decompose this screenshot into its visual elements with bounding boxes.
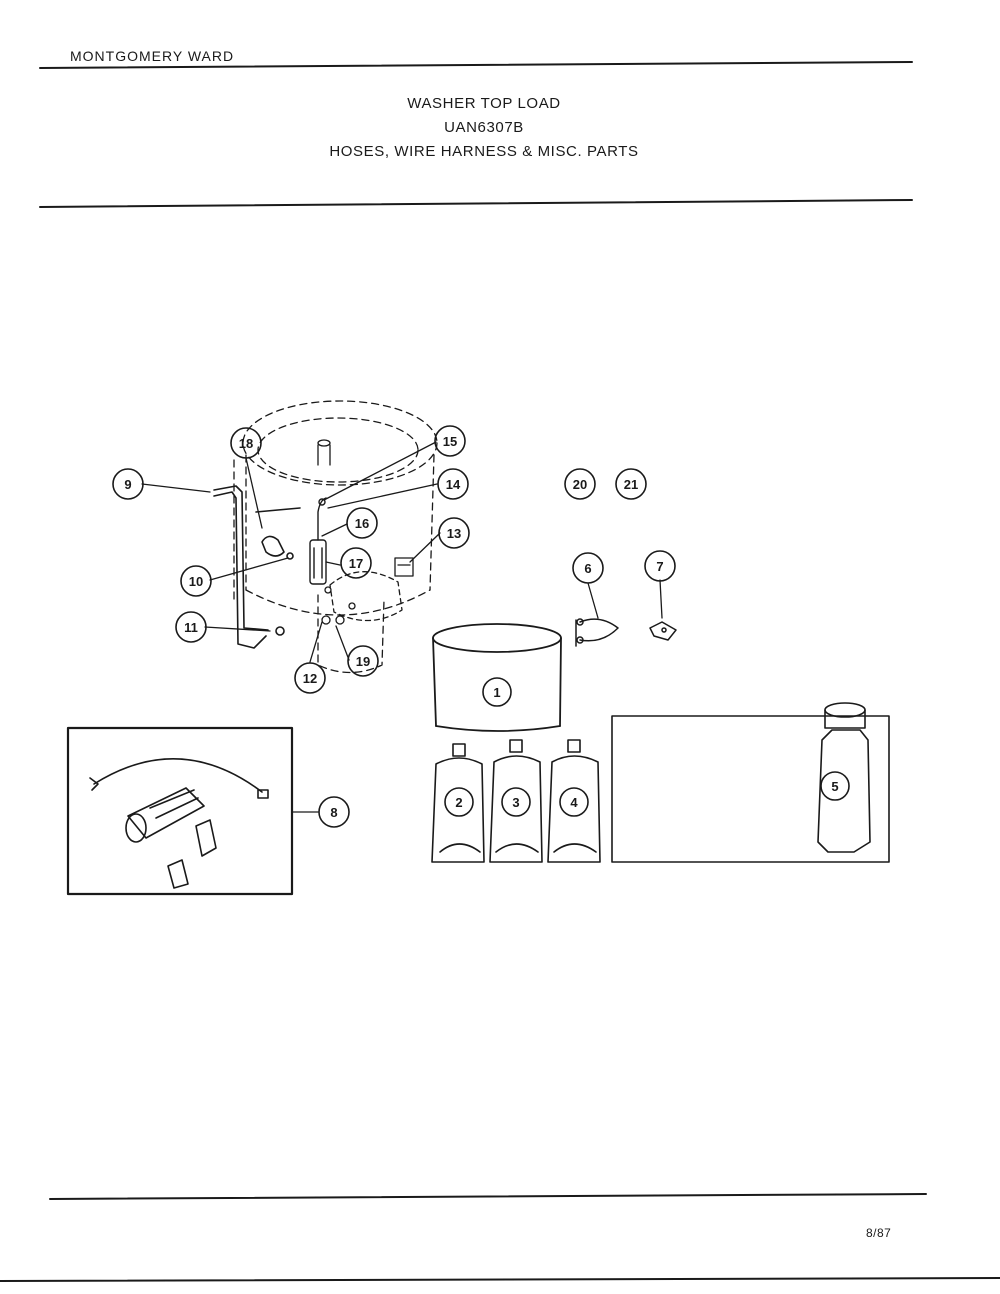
pump-assembly <box>321 557 414 625</box>
callout-circle-7 <box>644 550 676 582</box>
leader-lines <box>141 441 663 813</box>
part-5-bottle <box>817 702 871 853</box>
callout-circle-18 <box>230 427 262 459</box>
title-block: WASHER TOP LOAD UAN6307B HOSES, WIRE HAR… <box>0 92 968 164</box>
callout-14: 14 <box>446 477 461 492</box>
callout-13: 13 <box>447 526 461 541</box>
header-rule-bottom <box>39 199 913 208</box>
callout-16: 16 <box>355 516 369 531</box>
callout-4: 4 <box>570 795 578 810</box>
callout-labels: 1 2 3 4 5 6 7 8 9 10 11 12 13 14 15 16 1… <box>124 434 838 820</box>
callout-circle-4 <box>559 787 589 817</box>
callout-20: 20 <box>573 477 587 492</box>
diagram-subtitle: HOSES, WIRE HARNESS & MISC. PARTS <box>329 143 639 160</box>
part-6-clamp <box>575 618 619 647</box>
callout-19: 19 <box>356 654 370 669</box>
callout-21: 21 <box>624 477 638 492</box>
diagram-title: WASHER TOP LOAD <box>407 95 561 112</box>
callout-circle-16 <box>346 507 378 539</box>
part-5-box <box>611 715 890 863</box>
callout-circle-17 <box>340 547 372 579</box>
part-3-tube <box>489 739 543 863</box>
footer-rule <box>49 1193 927 1200</box>
callout-circle-21 <box>615 468 647 500</box>
part-8-kit <box>66 726 294 896</box>
callout-circle-14 <box>437 468 469 500</box>
callout-circle-2 <box>444 787 474 817</box>
callout-15: 15 <box>443 434 457 449</box>
callout-7: 7 <box>656 559 663 574</box>
header-rule-top <box>39 61 913 69</box>
callout-11: 11 <box>184 620 198 635</box>
drain-hose <box>213 485 285 649</box>
callout-circles <box>112 425 850 828</box>
callout-9: 9 <box>124 477 131 492</box>
part-2-tube <box>431 743 485 863</box>
callout-circle-10 <box>180 565 212 597</box>
part-1-ring <box>432 623 562 732</box>
callout-17: 17 <box>349 556 363 571</box>
part-7-connector <box>649 621 677 641</box>
washer-tub-drawing <box>233 400 438 674</box>
callout-1: 1 <box>493 685 500 700</box>
rule-lines <box>0 61 1000 1282</box>
page-bottom-rule <box>0 1277 1000 1282</box>
callout-circle-13 <box>438 517 470 549</box>
model-number: UAN6307B <box>444 119 524 136</box>
callout-circle-11 <box>175 611 207 643</box>
part-4-tube <box>547 739 601 863</box>
callout-3: 3 <box>512 795 519 810</box>
callout-circle-1 <box>482 677 512 707</box>
callout-circle-8 <box>318 796 350 828</box>
pressure-switch <box>309 497 327 585</box>
callout-10: 10 <box>189 574 203 589</box>
callout-circle-19 <box>347 645 379 677</box>
callout-8: 8 <box>330 805 337 820</box>
callout-2: 2 <box>455 795 462 810</box>
page-code: 8/87 <box>866 1226 892 1240</box>
agitator-post <box>317 439 331 466</box>
callout-circle-12 <box>294 662 326 694</box>
callout-circle-6 <box>572 552 604 584</box>
callout-18: 18 <box>239 436 253 451</box>
callout-circle-9 <box>112 468 144 500</box>
callout-12: 12 <box>303 671 317 686</box>
callout-circle-5 <box>820 771 850 801</box>
callout-5: 5 <box>831 779 838 794</box>
fill-hose <box>255 507 301 560</box>
brand-label: MONTGOMERY WARD <box>70 48 235 64</box>
callout-circle-20 <box>564 468 596 500</box>
callout-circle-15 <box>434 425 466 457</box>
callout-circle-3 <box>501 787 531 817</box>
callout-6: 6 <box>584 561 591 576</box>
